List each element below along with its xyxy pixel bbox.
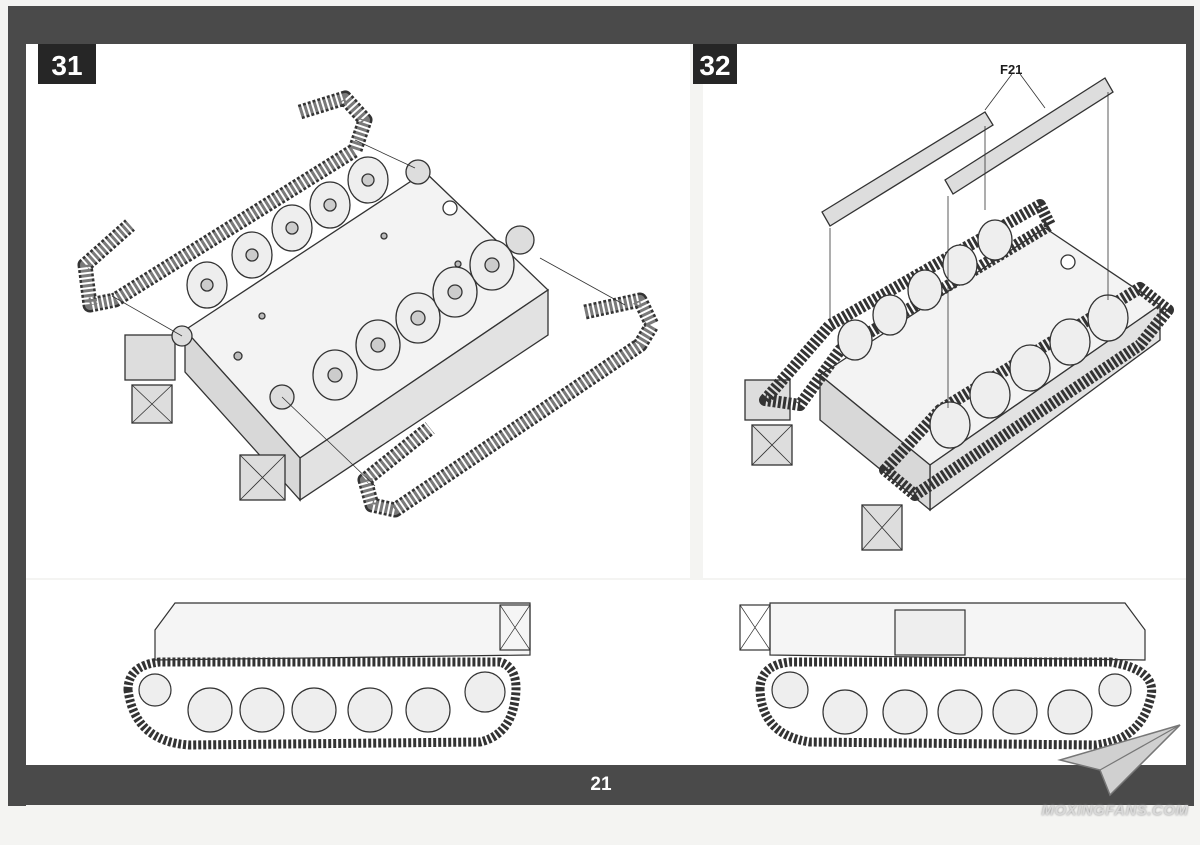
loose-track-f21 [821, 77, 1114, 227]
watermark-text: MOXINGFANS.COM [1041, 802, 1189, 819]
left-margin-bar [8, 6, 26, 806]
step-number-31: 31 [38, 44, 96, 84]
header-bar [8, 6, 1194, 44]
paper-plane-logo-icon [1057, 724, 1181, 797]
part-label-f21: F21 [1000, 62, 1023, 77]
right-profile-view [739, 602, 1156, 750]
step-number-32: 32 [693, 44, 737, 84]
site-watermark: MOXINGFANS.COM [1040, 720, 1190, 835]
page-number: 21 [590, 774, 612, 795]
step-32-drawing [744, 73, 1174, 551]
footer-bar: 21 [8, 765, 1194, 805]
right-margin-bar [1186, 6, 1194, 806]
left-profile-view [123, 602, 531, 750]
step-31-drawing [77, 90, 660, 518]
